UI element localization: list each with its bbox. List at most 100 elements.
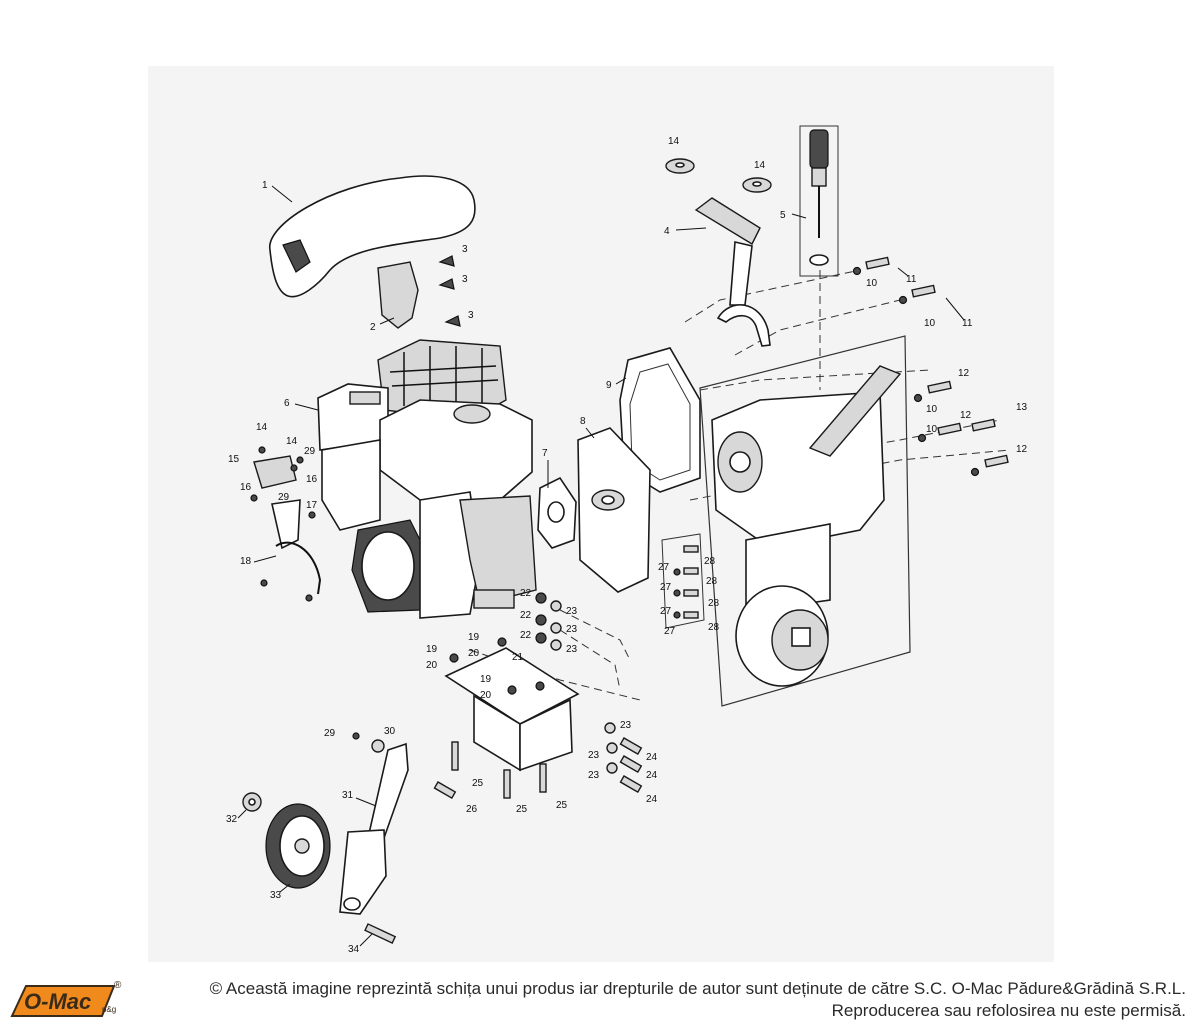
callout-12: 12 [1016,444,1028,455]
callout-23: 23 [620,720,632,731]
callout-1: 1 [262,180,268,191]
part-hub-nut [242,792,262,812]
callout-27: 27 [660,582,672,593]
callout-8: 8 [580,416,586,427]
part-axle-bolt [364,923,397,944]
part-screws-3 [438,255,461,327]
part-gasket [619,347,701,493]
part-dipstick [799,125,839,277]
callout-26: 26 [466,804,478,815]
callout-25: 25 [556,800,568,811]
copyright-line-1: © Această imagine reprezintă schița unui… [209,979,1186,998]
callout-14: 14 [668,136,680,147]
copyright-line-2: Reproducerea sau refolosirea nu este per… [831,1001,1186,1020]
callout-labels: 1 2 3 3 3 4 5 6 7 8 9 10 10 10 10 11 11 … [226,136,1028,955]
callout-2: 2 [370,322,376,333]
callout-23: 23 [588,770,600,781]
callout-12: 12 [958,368,970,379]
callout-6: 6 [284,398,290,409]
callout-3: 3 [462,274,468,285]
callout-14: 14 [256,422,268,433]
callout-20: 20 [480,690,492,701]
callout-16: 16 [240,482,252,493]
callout-14: 14 [754,160,766,171]
callout-15: 15 [228,454,240,465]
callout-9: 9 [606,380,612,391]
callout-19: 19 [426,644,438,655]
callout-10: 10 [926,404,938,415]
callout-21: 21 [512,652,524,663]
callout-10: 10 [866,278,878,289]
part-transmission [699,335,911,707]
callout-3: 3 [462,244,468,255]
callout-29: 29 [278,492,290,503]
omac-logo-mark-icon: O-Mac p&g ® [10,980,122,1017]
logo-registered-mark: ® [114,980,122,991]
part-left-bracket [250,446,322,602]
part-bolts-27-28 [661,533,705,629]
callout-33: 33 [270,890,282,901]
part-wheel-fork [339,742,409,915]
callout-28: 28 [704,556,716,567]
logo-text: O-Mac [24,989,91,1014]
callout-24: 24 [646,752,658,763]
callout-17: 17 [306,500,318,511]
callout-19: 19 [468,632,480,643]
part-gear-lever [694,197,771,347]
callout-24: 24 [646,770,658,781]
callout-24: 24 [646,794,658,805]
part-engine [317,339,537,619]
callout-3: 3 [468,310,474,321]
callout-13: 13 [1016,402,1028,413]
part-bolts-right [852,256,1009,477]
callout-28: 28 [706,576,718,587]
callout-27: 27 [664,626,676,637]
part-bracket [377,261,419,329]
callout-22: 22 [520,630,532,641]
callout-10: 10 [926,424,938,435]
callout-20: 20 [468,648,480,659]
callout-29: 29 [324,728,336,739]
callout-31: 31 [342,790,354,801]
callout-10: 10 [924,318,936,329]
callout-28: 28 [708,622,720,633]
part-mounting-plate [444,637,580,772]
part-cover-plate [577,427,651,593]
copyright-notice: © Această imagine reprezintă schița unui… [136,978,1186,1022]
callout-20: 20 [426,660,438,671]
callout-19: 19 [480,674,492,685]
part-small-gasket [537,476,577,549]
callout-22: 22 [520,588,532,599]
part-nut-washer-29-30 [352,732,385,753]
omac-logo: O-Mac p&g ® [6,976,130,1024]
callout-34: 34 [348,944,360,955]
callout-7: 7 [542,448,548,459]
logo-subtext: p&g [102,1005,116,1014]
part-bolts-24-25-26 [433,737,643,800]
callout-23: 23 [588,750,600,761]
callout-25: 25 [472,778,484,789]
callout-27: 27 [660,606,672,617]
callout-23: 23 [566,644,578,655]
callout-29: 29 [304,446,316,457]
callout-27: 27 [658,562,670,573]
callout-32: 32 [226,814,238,825]
callout-11: 11 [906,274,917,285]
callout-28: 28 [708,598,720,609]
callout-14: 14 [286,436,298,447]
callout-23: 23 [566,624,578,635]
part-handle-cover [269,175,476,298]
callout-22: 22 [520,610,532,621]
callout-25: 25 [516,804,528,815]
part-wheel [265,803,331,889]
callout-5: 5 [780,210,786,221]
callout-30: 30 [384,726,396,737]
callout-4: 4 [664,226,670,237]
callout-12: 12 [960,410,972,421]
callout-16: 16 [306,474,318,485]
callout-23: 23 [566,606,578,617]
part-washers-22-23 [535,592,618,774]
part-washers-14 [665,158,772,193]
